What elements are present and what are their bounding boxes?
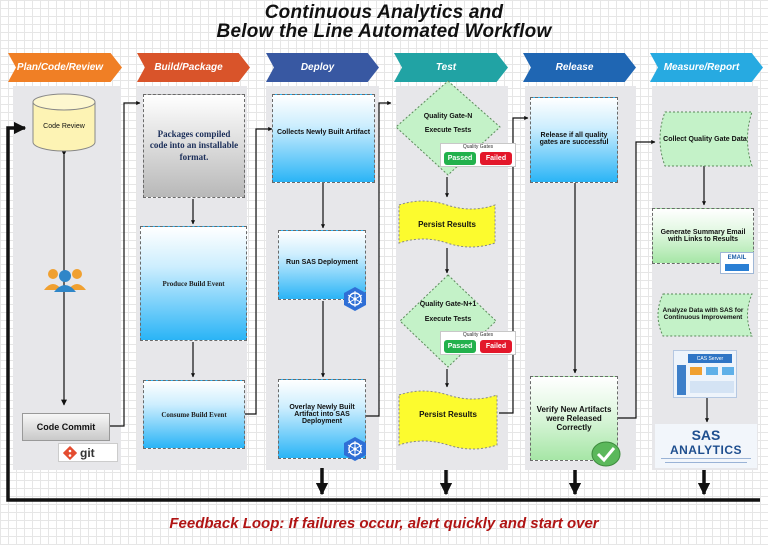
phase-plan: Plan/Code/Review xyxy=(8,53,122,82)
word-sas: SAS xyxy=(691,427,721,443)
phase-build: Build/Package xyxy=(137,53,250,82)
feedback-loop-caption: Feedback Loop: If failures occur, alert … xyxy=(169,515,599,532)
badge-label: Quality Gates xyxy=(462,332,494,338)
wordcloud-line xyxy=(661,458,751,459)
gate-n-subtitle: Execute Tests xyxy=(424,126,472,134)
server-node xyxy=(706,367,718,375)
git-logo: git xyxy=(58,443,118,462)
git-label: git xyxy=(80,445,95,460)
phase-release: Release xyxy=(523,53,636,82)
cas-server-image: CAS Server xyxy=(673,350,737,398)
gate-n1-title: Quality Gate-N+1 xyxy=(419,300,477,308)
phase-deploy: Deploy xyxy=(266,53,379,82)
kubernetes-icon xyxy=(344,287,366,311)
envelope-shape xyxy=(725,264,749,271)
cas-server-label: CAS Server xyxy=(688,354,732,363)
email-icon: EMAIL xyxy=(720,252,754,274)
packages-box: Packages compiled code into an installab… xyxy=(143,94,245,198)
analyze-data-shape xyxy=(657,293,753,337)
title-line-2: Below the Line Automated Workflow xyxy=(216,21,552,42)
kubernetes-icon xyxy=(344,437,366,461)
collect-data-label: Collect Quality Gate Data xyxy=(663,135,747,143)
failed-pill: Failed xyxy=(480,340,512,353)
collect-artifact-box: Collects Newly Built Artifact xyxy=(272,94,375,183)
server-node xyxy=(722,367,734,375)
verify-box: Verify New Artifacts were Released Corre… xyxy=(530,376,618,461)
gate-n-title: Quality Gate-N xyxy=(423,112,473,120)
quality-gates-badge: Quality Gates Passed Failed xyxy=(440,143,516,167)
produce-build-event-box: Produce Build Event xyxy=(140,226,247,341)
code-commit-box: Code Commit xyxy=(22,413,110,441)
wordcloud-line xyxy=(665,462,747,463)
quality-gates-badge: Quality Gates Passed Failed xyxy=(440,331,516,355)
badge-label: Quality Gates xyxy=(462,144,494,150)
persist-results-2-label: Persist Results xyxy=(419,409,477,419)
git-icon xyxy=(63,445,77,460)
collect-data-shape xyxy=(659,111,753,167)
failed-pill: Failed xyxy=(480,152,512,165)
quality-gate-n-diamond xyxy=(395,80,501,176)
server-rack xyxy=(677,365,686,395)
persist-results-2-shape xyxy=(398,390,498,450)
run-sas-deployment-box: Run SAS Deployment xyxy=(278,230,366,300)
checkmark-icon xyxy=(591,441,621,467)
sas-analytics-wordcloud: SAS ANALYTICS xyxy=(655,424,757,468)
server-panel xyxy=(690,381,734,393)
consume-build-event-box: Consume Build Event xyxy=(143,380,245,449)
passed-pill: Passed xyxy=(444,340,476,353)
persist-results-1-label: Persist Results xyxy=(418,219,476,229)
overlay-artifact-box: Overlay Newly Built Artifact into SAS De… xyxy=(278,379,366,459)
phase-test: Test xyxy=(394,53,508,82)
code-review-label: Code Review xyxy=(43,122,85,130)
word-analytics: ANALYTICS xyxy=(669,443,743,457)
analyze-data-label: Analyze Data with SAS for Continuous Imp… xyxy=(662,307,744,321)
passed-pill: Passed xyxy=(444,152,476,165)
gate-n1-subtitle: Execute Tests xyxy=(424,315,472,323)
code-review-cylinder xyxy=(32,93,96,152)
email-label: EMAIL xyxy=(727,255,747,261)
users-icon xyxy=(44,269,86,292)
phase-measure: Measure/Report xyxy=(650,53,763,82)
title-line-1: Continuous Analytics and xyxy=(264,2,504,23)
server-node xyxy=(690,367,702,375)
persist-results-1-shape xyxy=(398,200,496,248)
release-box: Release if all quality gates are success… xyxy=(530,97,618,183)
